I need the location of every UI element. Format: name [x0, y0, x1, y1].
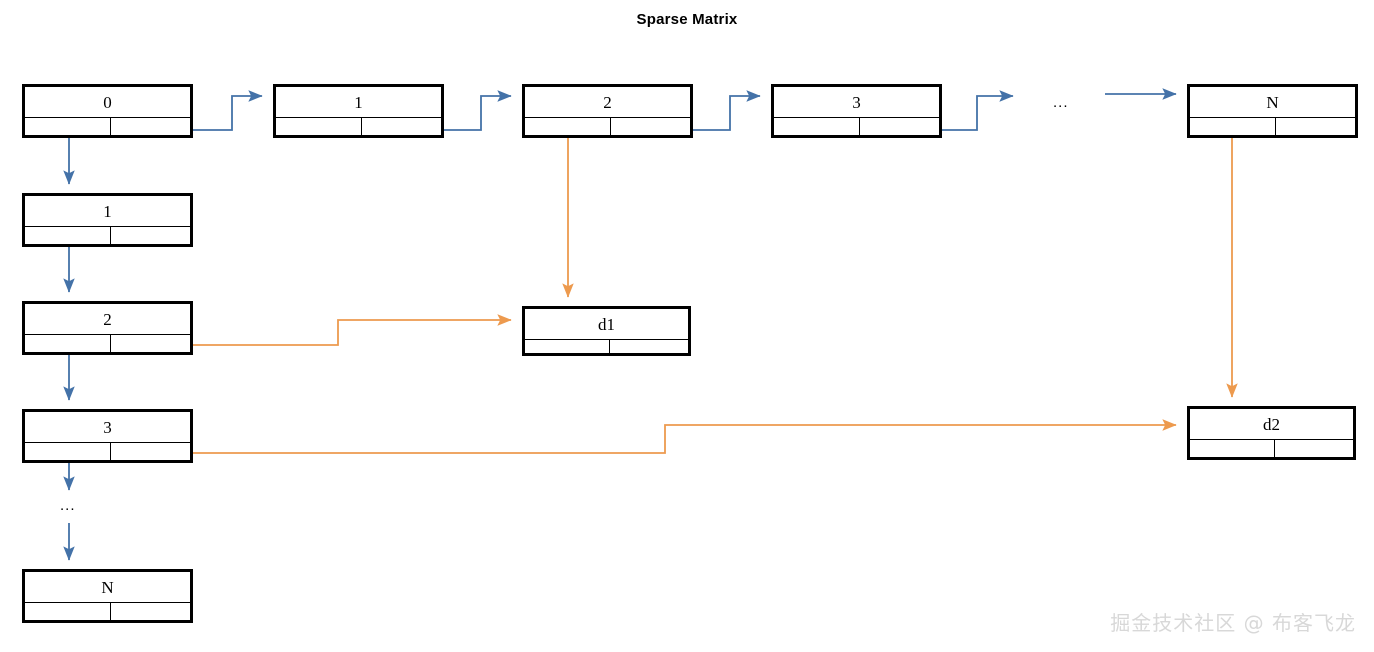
node-next-pointer-cell[interactable] — [111, 118, 190, 135]
node-pointer-row — [25, 603, 190, 620]
node-left-3[interactable]: 3 — [22, 409, 193, 463]
node-next-pointer-cell[interactable] — [860, 118, 939, 135]
node-down-pointer-cell[interactable] — [25, 603, 111, 620]
node-label: 3 — [25, 412, 190, 443]
node-down-pointer-cell[interactable] — [25, 443, 111, 460]
connector-left3-d2 — [140, 419, 1177, 454]
node-next-pointer-cell[interactable] — [1275, 440, 1353, 457]
node-top-n[interactable]: N — [1187, 84, 1358, 138]
node-next-pointer-cell[interactable] — [111, 443, 190, 460]
node-left-1[interactable]: 1 — [22, 193, 193, 247]
node-label: 1 — [25, 196, 190, 227]
node-top-3[interactable]: 3 — [771, 84, 942, 138]
node-top-2[interactable]: 2 — [522, 84, 693, 138]
node-label: 3 — [774, 87, 939, 118]
node-label: 2 — [25, 304, 190, 335]
node-pointer-row — [276, 118, 441, 135]
node-pointer-row — [25, 227, 190, 244]
node-label: d2 — [1190, 409, 1353, 440]
node-next-pointer-cell[interactable] — [611, 118, 690, 135]
node-label: N — [25, 572, 190, 603]
node-pointer-row — [25, 335, 190, 352]
node-down-pointer-cell[interactable] — [25, 335, 111, 352]
node-next-pointer-cell[interactable] — [111, 227, 190, 244]
node-label: N — [1190, 87, 1355, 118]
node-label: 2 — [525, 87, 690, 118]
node-data-d2[interactable]: d2 — [1187, 406, 1356, 460]
node-label: 1 — [276, 87, 441, 118]
node-down-pointer-cell[interactable] — [25, 227, 111, 244]
watermark-text: 掘金技术社区 @ 布客飞龙 — [1110, 611, 1356, 635]
node-next-pointer-cell[interactable] — [610, 340, 688, 353]
node-left-n[interactable]: N — [22, 569, 193, 623]
ellipsis-left-column: ... — [60, 497, 76, 514]
node-next-pointer-cell[interactable] — [111, 603, 190, 620]
node-pointer-row — [525, 118, 690, 135]
node-down-pointer-cell[interactable] — [25, 118, 111, 135]
ellipsis-top-row: ... — [1053, 94, 1069, 111]
node-down-pointer-cell[interactable] — [525, 118, 611, 135]
node-down-pointer-cell[interactable] — [1190, 440, 1275, 457]
node-pointer-row — [1190, 118, 1355, 135]
node-left-2[interactable]: 2 — [22, 301, 193, 355]
node-next-pointer-cell[interactable] — [1276, 118, 1355, 135]
node-label: d1 — [525, 309, 688, 340]
node-down-pointer-cell[interactable] — [525, 340, 610, 353]
node-next-pointer-cell[interactable] — [111, 335, 190, 352]
node-next-pointer-cell[interactable] — [362, 118, 441, 135]
node-pointer-row — [774, 118, 939, 135]
node-pointer-row — [25, 118, 190, 135]
node-label: 0 — [25, 87, 190, 118]
node-top-0[interactable]: 0 — [22, 84, 193, 138]
connector-left2-d1 — [152, 314, 512, 346]
node-down-pointer-cell[interactable] — [774, 118, 860, 135]
node-pointer-row — [25, 443, 190, 460]
page-title: Sparse Matrix — [636, 11, 738, 28]
node-top-1[interactable]: 1 — [273, 84, 444, 138]
node-down-pointer-cell[interactable] — [276, 118, 362, 135]
node-pointer-row — [525, 340, 688, 353]
node-data-d1[interactable]: d1 — [522, 306, 691, 356]
node-down-pointer-cell[interactable] — [1190, 118, 1276, 135]
node-pointer-row — [1190, 440, 1353, 457]
